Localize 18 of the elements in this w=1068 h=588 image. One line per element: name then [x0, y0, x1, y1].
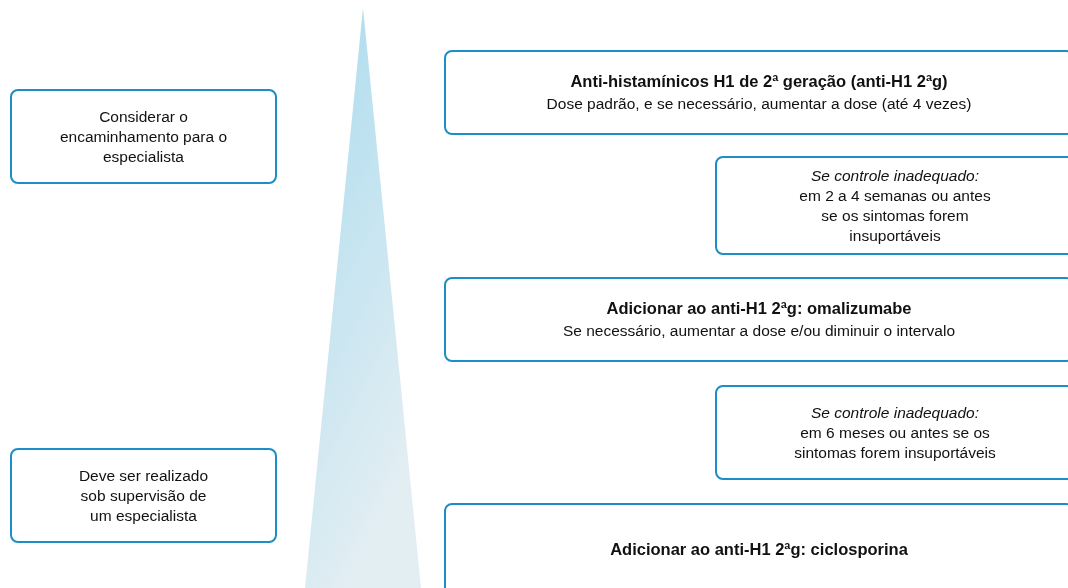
- text-box: [10, 89, 277, 184]
- box-subheading: Se controle inadequado:: [810, 165, 980, 186]
- box-text: Deve ser realizado sob supervisão de um especialista: [77, 465, 210, 526]
- text-box: [444, 50, 1068, 135]
- box-text: Se necessário, aumentar a dose e/ou diminuir o intervalo: [563, 321, 955, 341]
- box-text: Considerar o encaminhamento para o especialista: [58, 106, 229, 167]
- box-text: em 2 a 4 semanas ou antes se os sintomas forem insuportáveis: [798, 185, 992, 246]
- text-box: [715, 156, 1068, 255]
- box-text: Dose padrão, e se necessário, aumentar a dose (até 4 vezes): [546, 94, 972, 114]
- text-box: [444, 277, 1068, 362]
- text-box: [10, 448, 277, 543]
- box-heading: Anti-histamínicos H1 de 2ª geração (anti-H1 2ªg): [570, 71, 948, 91]
- text-box: [715, 385, 1068, 480]
- box-heading: Adicionar ao anti-H1 2ªg: omalizumabe: [606, 298, 912, 318]
- box-heading: Adicionar ao anti-H1 2ªg: ciclosporina: [610, 539, 908, 559]
- box-text: em 6 meses ou antes se os sintomas forem insuportáveis: [793, 422, 997, 463]
- box-subheading: Se controle inadequado:: [810, 402, 980, 423]
- text-box: [444, 503, 1068, 588]
